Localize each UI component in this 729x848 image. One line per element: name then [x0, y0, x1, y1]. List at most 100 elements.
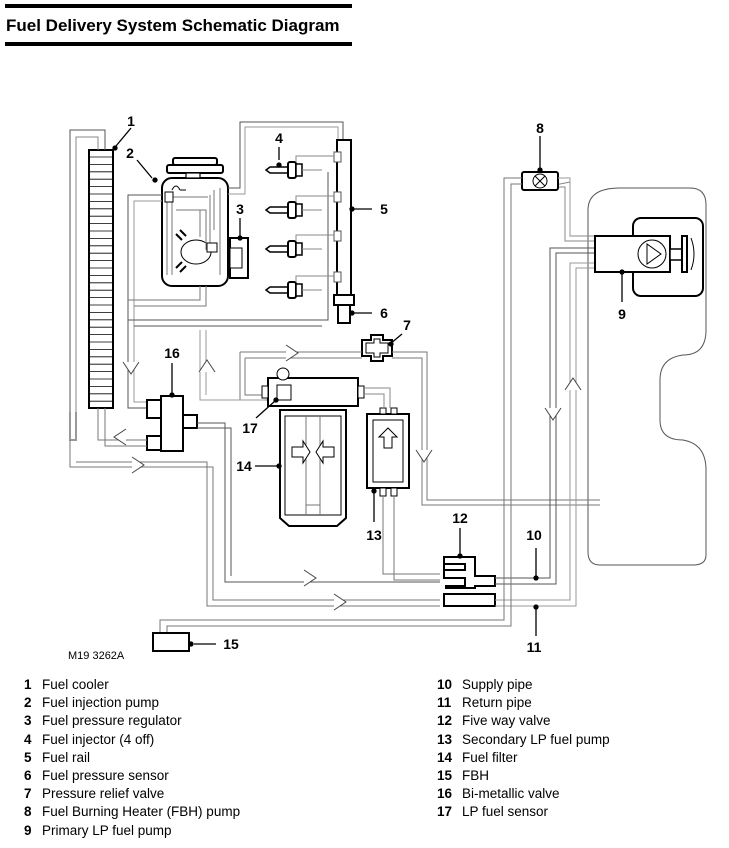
legend-number: 11: [437, 695, 452, 711]
callout-leader: [136, 159, 153, 179]
legend-number: 4: [24, 731, 32, 747]
fuel-pressure-regulator: [229, 237, 249, 279]
fuel-injector: [264, 230, 342, 258]
flow-arrow-down: [122, 361, 140, 375]
fuel-filter: [261, 367, 365, 527]
legend-item: 8 Fuel Burning Heater (FBH) pump: [24, 803, 240, 821]
legend-item: 13 Secondary LP fuel pump: [437, 731, 610, 749]
secondary-lp-fuel-pump: [366, 407, 410, 497]
legend-label: Fuel rail: [42, 749, 91, 765]
legend-item: 4 Fuel injector (4 off): [24, 731, 240, 749]
legend-right: 10 Supply pipe 11 Return pipe 12 Five way v…: [437, 676, 610, 822]
legend-item: 15 FBH: [437, 767, 610, 785]
legend-label: Secondary LP fuel pump: [462, 731, 610, 747]
legend-number: 1: [24, 677, 32, 692]
legend-item: 5 Fuel rail: [24, 749, 240, 767]
legend-label: Fuel injection pump: [42, 695, 160, 711]
legend-item: 1 Fuel cooler: [24, 676, 240, 694]
legend-number: 5: [24, 749, 32, 765]
flow-arrow-up: [198, 359, 216, 373]
flow-arrow-right: [131, 456, 145, 474]
legend-label: FBH: [462, 768, 489, 784]
callout-dot: [237, 235, 243, 241]
legend-label: Fuel pressure regulator: [42, 713, 182, 729]
flow-arrow-right: [333, 593, 347, 611]
callout-number: 8: [536, 120, 544, 136]
legend-item: 17 LP fuel sensor: [437, 803, 610, 821]
legend-item: 16 Bi-metallic valve: [437, 785, 610, 803]
legend-label: Fuel injector (4 off): [42, 731, 155, 747]
title-bottom-rule: [5, 42, 352, 46]
pressure-relief-valve: [361, 334, 393, 362]
legend-number: 16: [437, 786, 453, 802]
flow-arrow-down: [544, 407, 562, 421]
legend-number: 17: [437, 804, 453, 820]
fuel-injection-pump: [161, 157, 229, 287]
fuel-injector: [264, 191, 342, 219]
callout-dot: [169, 392, 175, 398]
legend-item: 10 Supply pipe: [437, 676, 610, 694]
callout-dot: [188, 641, 194, 647]
callout-number: 4: [275, 130, 283, 146]
legend-label: Primary LP fuel pump: [42, 822, 172, 838]
flow-arrow-right: [285, 344, 299, 362]
title-top-rule: [5, 4, 352, 8]
legend-number: 13: [437, 731, 453, 747]
callout-number: 12: [452, 510, 468, 526]
legend-label: Return pipe: [462, 695, 532, 711]
legend-number: 6: [24, 768, 32, 784]
legend-number: 15: [437, 768, 453, 784]
fuel-cooler: [88, 149, 114, 409]
callout-dot: [276, 463, 282, 469]
legend-number: 8: [24, 804, 32, 820]
callout-number: 14: [236, 458, 252, 474]
callout-dot: [619, 269, 625, 275]
flow-arrow-right: [303, 569, 317, 587]
flow-arrow-down: [415, 449, 433, 463]
callout-dot: [112, 145, 118, 151]
callout-leader: [115, 127, 132, 147]
legend-number: 2: [24, 695, 32, 711]
callout-number: 5: [380, 201, 388, 217]
primary-lp-fuel-pump: [594, 217, 704, 297]
legend-number: 9: [24, 822, 32, 838]
legend-label: Supply pipe: [462, 677, 533, 692]
callout-dot: [457, 553, 463, 559]
callout-dot: [537, 167, 543, 173]
callout-number: 7: [403, 317, 411, 333]
legend-label: LP fuel sensor: [462, 804, 549, 820]
fbh-pump: [521, 171, 559, 191]
legend-number: 12: [437, 713, 453, 729]
fuel-rail: [333, 139, 355, 324]
legend-item: 12 Five way valve: [437, 712, 610, 730]
bi-metallic-valve: [146, 395, 198, 452]
callout-dot: [533, 604, 539, 610]
callout-number: 10: [526, 527, 542, 543]
legend-number: 3: [24, 713, 32, 729]
callout-number: 13: [366, 527, 382, 543]
legend-label: Fuel filter: [462, 749, 518, 765]
callout-number: 3: [236, 201, 244, 217]
flow-arrow-left: [113, 428, 127, 446]
page-title: Fuel Delivery System Schematic Diagram: [6, 16, 340, 35]
fuel-tank-outline: [587, 187, 707, 566]
callout-number: 1: [127, 113, 135, 129]
legend-label: Bi-metallic valve: [462, 786, 560, 802]
five-way-valve: [443, 556, 496, 607]
callout-number: 2: [126, 145, 134, 161]
figure-reference: M19 3262A: [68, 650, 125, 662]
callout-leader: [255, 400, 276, 419]
legend-label: Fuel cooler: [42, 677, 109, 692]
callout-dot: [349, 310, 355, 316]
legend-label: Five way valve: [462, 713, 551, 729]
callout-number: 6: [380, 305, 388, 321]
legend-number: 10: [437, 677, 453, 692]
legend-label: Fuel pressure sensor: [42, 768, 169, 784]
flow-arrow-up: [564, 377, 582, 391]
fbh: [152, 632, 190, 652]
legend-label: Fuel Burning Heater (FBH) pump: [42, 804, 241, 820]
